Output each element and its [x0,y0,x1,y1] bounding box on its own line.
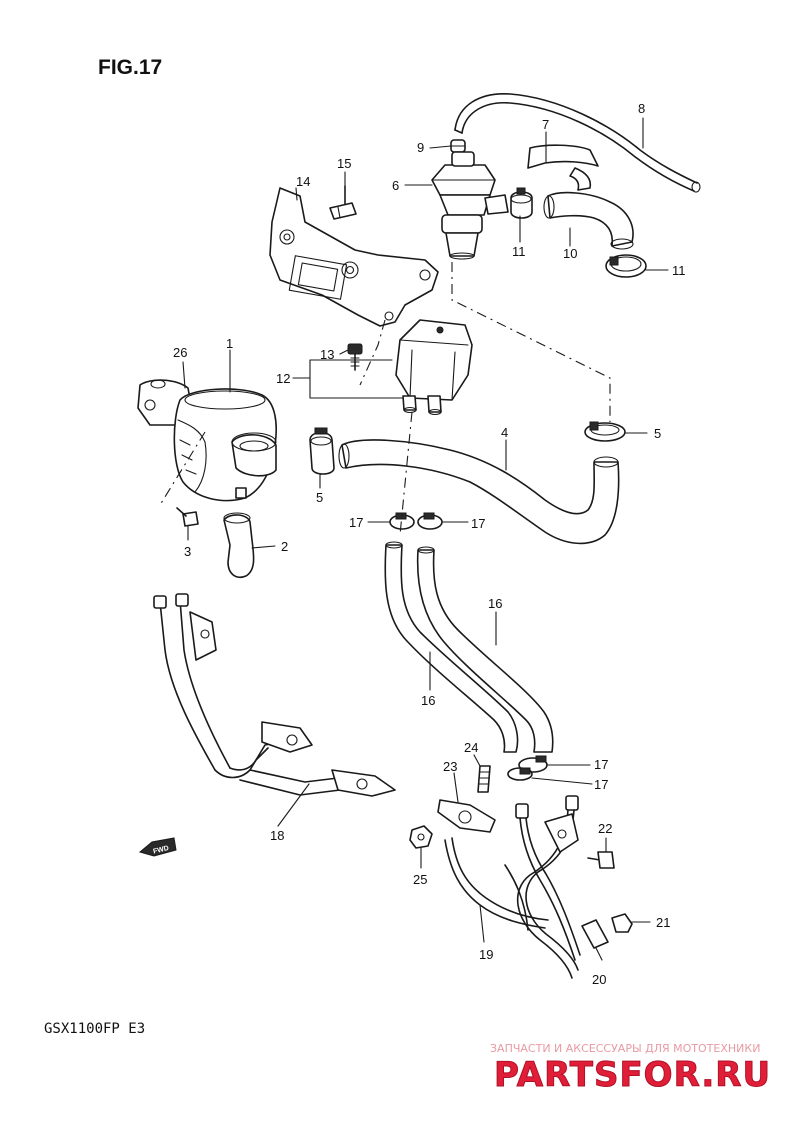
callout-7: 7 [542,117,549,132]
callout-12: 12 [276,371,290,386]
callout-21: 21 [656,915,670,930]
part-19-pipe-assembly [444,795,581,979]
watermark: ЗАПЧАСТИ И АКСЕССУАРЫ ДЛЯ МОТОТЕХНИКИ PA… [490,1042,771,1096]
callout-22: 22 [598,821,612,836]
callout-18: 18 [270,828,284,843]
model-code: GSX1100FP E3 [44,1021,145,1037]
callout-4: 4 [501,425,508,440]
part-8-hose [454,93,701,193]
part-14-bracket-plate [269,187,439,327]
callout-25: 25 [413,872,427,887]
callout-24: 24 [464,740,478,755]
callout-labels: 1 2 3 4 5 5 6 7 8 9 10 11 11 12 13 14 15… [173,101,686,987]
callout-3: 3 [184,544,191,559]
figure-title: FIG.17 [98,56,162,79]
callout-16-lower: 16 [421,693,435,708]
callout-2: 2 [281,539,288,554]
part-23-gasket [437,799,496,833]
callout-10: 10 [563,246,577,261]
part-3-bolt [176,507,199,527]
part-12-reed-valve [395,319,473,416]
callout-17-upper-left: 17 [349,515,363,530]
part-5-clamp-right [584,421,626,442]
part-25-nut [409,825,433,849]
part-16-hose-right [416,546,554,753]
part-10-elbow-hose [543,191,634,250]
part-22-bolt [587,851,615,869]
callout-15: 15 [337,156,351,171]
callout-13: 13 [320,347,334,362]
part-18-pipe-assembly [153,593,396,797]
callout-17-lower-a: 17 [594,757,608,772]
callout-6: 6 [392,178,399,193]
callout-16-upper: 16 [488,596,502,611]
callout-9: 9 [417,140,424,155]
part-24-stud [477,765,491,793]
part-9-clamp [450,139,466,153]
part-5-clamp-left [309,427,335,475]
assembly-lines [159,262,611,536]
callout-20: 20 [592,972,606,987]
part-11-clamp-upper [510,187,533,219]
part-11-clamp-lower [605,254,647,278]
callout-19: 19 [479,947,493,962]
part-16-hose-left [384,541,519,753]
fwd-arrow-icon: FWD [138,837,177,857]
part-17-clamp-lower-b [507,767,533,781]
callout-11-lower: 11 [672,263,686,278]
callout-1: 1 [226,336,233,351]
part-6-valve [431,151,509,260]
part-15-bolt [329,185,357,220]
part-1-air-pump [173,388,278,502]
watermark-tagline: ЗАПЧАСТИ И АКСЕССУАРЫ ДЛЯ МОТОТЕХНИКИ [490,1042,760,1055]
part-20-cushion [581,919,609,949]
callout-17-lower-b: 17 [594,777,608,792]
part-13-screw [347,343,363,371]
callout-17-upper-right: 17 [471,516,485,531]
watermark-logo: PARTSFOR.RU [494,1055,771,1095]
part-2-hose [223,512,255,578]
leader-lines [182,117,669,961]
callout-8: 8 [638,101,645,116]
part-4-main-hose [338,439,620,545]
part-21-clip [611,913,633,933]
callout-5-left: 5 [316,490,323,505]
callout-14: 14 [296,174,310,189]
callout-11-upper: 11 [512,244,526,259]
part-7-bracket [527,144,599,191]
callout-26: 26 [173,345,187,360]
part-17-clamp-upper-right [417,512,443,530]
fwd-label: FWD [152,845,169,856]
callout-23: 23 [443,759,457,774]
callout-5-right: 5 [654,426,661,441]
